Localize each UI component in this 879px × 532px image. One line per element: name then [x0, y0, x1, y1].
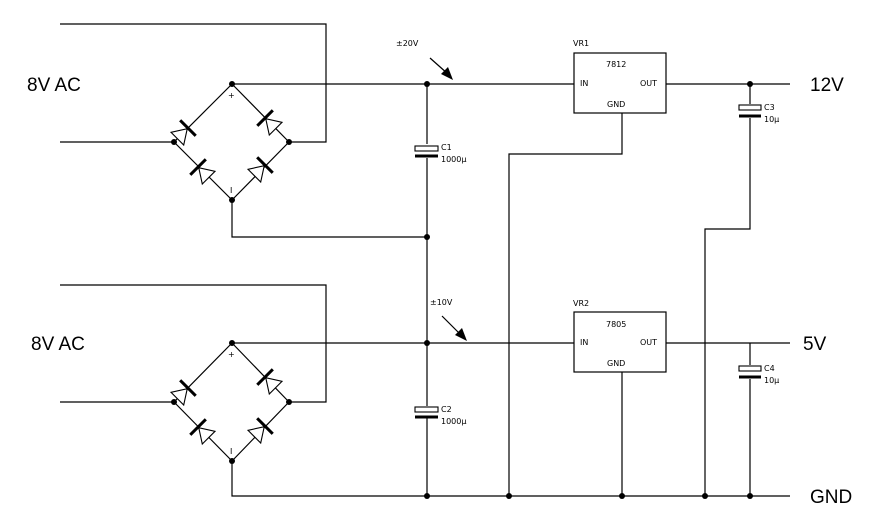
regulator-vr1: VR1 7812 IN OUT GND [573, 39, 667, 114]
vr2-part: 7805 [606, 320, 626, 329]
c4-ref: C4 [764, 364, 775, 373]
vr1-ref: VR1 [573, 39, 589, 48]
vr2-ref: VR2 [573, 299, 589, 308]
c1-value: 1000µ [441, 155, 466, 164]
diode-top-4 [245, 155, 275, 185]
capacitor-c2: C2 1000µ [414, 405, 466, 426]
capacitor-c4: C4 10µ [738, 364, 779, 385]
bridge-bottom-plus: + [228, 350, 235, 359]
vr1-out: OUT [640, 79, 657, 88]
voltage-label-bottom: ±10V [430, 298, 453, 307]
bridge-rectifier-bottom: + I [60, 284, 327, 464]
input-label-bottom: 8V AC [31, 334, 85, 355]
bridge-top-plus: + [228, 91, 235, 100]
bridge-bottom-minus: I [230, 447, 232, 456]
c3-ref: C3 [764, 103, 775, 112]
capacitor-c3: C3 10µ [738, 103, 779, 124]
voltage-arrow-bottom: ±10V [430, 298, 467, 341]
vr1-in: IN [580, 79, 588, 88]
vr1-gnd: GND [607, 100, 625, 109]
capacitor-c1: C1 1000µ [414, 143, 466, 164]
c2-ref: C2 [441, 405, 452, 414]
c2-value: 1000µ [441, 417, 466, 426]
bridge-rectifier-top: + I [60, 23, 327, 203]
vr2-out: OUT [640, 338, 657, 347]
c3-value: 10µ [764, 115, 779, 124]
bridge-top-minus: I [230, 186, 232, 195]
output-12v-label: 12V [810, 75, 844, 96]
diode-top-3 [188, 157, 218, 187]
regulator-vr2: VR2 7805 IN OUT GND [573, 299, 667, 373]
output-5v-label: 5V [803, 334, 827, 355]
vr2-gnd: GND [607, 359, 625, 368]
voltage-label-top: ±20V [396, 39, 419, 48]
vr1-part: 7812 [606, 60, 626, 69]
c4-value: 10µ [764, 376, 779, 385]
c1-ref: C1 [441, 143, 452, 152]
gnd-label: GND [810, 487, 852, 508]
vr2-in: IN [580, 338, 588, 347]
input-label-top: 8V AC [27, 75, 81, 96]
voltage-arrow-top: ±20V [396, 39, 453, 80]
